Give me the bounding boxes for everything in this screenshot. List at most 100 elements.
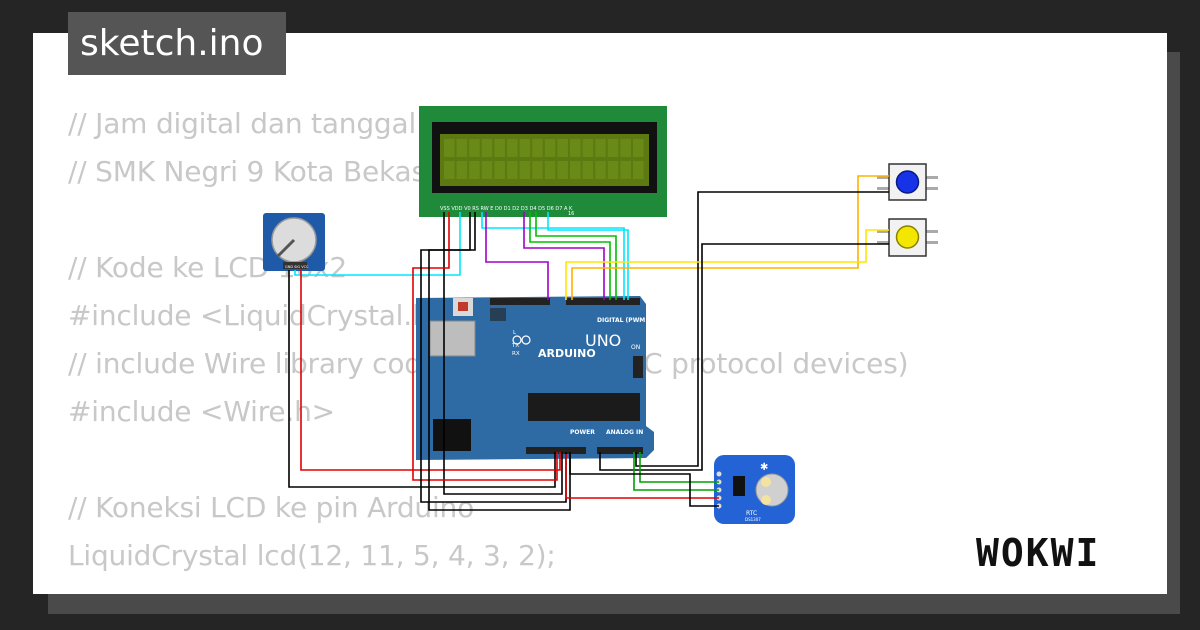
lcd-char-cell: [456, 161, 468, 179]
wire-lcd-d4: [523, 212, 605, 300]
code-line-7: #include <Wire.h>: [68, 395, 335, 428]
lcd-char-cell: [633, 139, 644, 157]
rtc-board: [714, 455, 795, 524]
lcd-char-cell: [444, 161, 455, 179]
wire-rtc-sda: [633, 452, 719, 491]
lcd-char-cell: [481, 161, 493, 179]
code-line-5: #include <LiquidCrystal.h>: [68, 299, 453, 332]
lcd-char-cell: [607, 161, 619, 179]
battery-contact: [761, 477, 771, 487]
adafruit-star-icon: ✱: [760, 462, 768, 473]
power-label: POWER: [570, 429, 595, 436]
lcd-char-cell: [595, 139, 606, 157]
lcd-char-cell: [481, 139, 493, 157]
wire-lcd-rs: [481, 212, 625, 300]
wire-lcd-d5: [529, 212, 611, 300]
wokwi-logo-text: WOKWI: [976, 531, 1100, 575]
wire-button-yellow: [565, 229, 889, 300]
rtc-chip-label: DS1307: [745, 517, 761, 522]
lcd-char-cell: [557, 161, 568, 179]
wire-lcd-vss: [443, 212, 563, 495]
lcd-char-cell: [456, 139, 468, 157]
analog-label: ANALOG IN: [606, 429, 643, 436]
lcd-char-cell: [519, 139, 531, 157]
lcd-char-cell: [532, 161, 543, 179]
rx-led-label: RX: [512, 351, 520, 357]
code-line-1: // Jam digital dan tanggal: [68, 107, 417, 140]
lcd-char-cell: [532, 139, 543, 157]
lcd-char-cell: [595, 161, 606, 179]
rtc-chip: [733, 476, 745, 496]
lcd-pin-labels: VSS VDD V0 RS RW E D0 D1 D2 D3 D4 D5 D6 …: [440, 206, 573, 212]
wire-button-blue-gnd: [635, 191, 889, 467]
on-led-label: ON: [631, 344, 640, 351]
lcd-char-cell: [507, 139, 518, 157]
icsp-header-2: [490, 308, 506, 321]
atmega-chip: [528, 393, 640, 421]
coin-cell: [755, 473, 789, 507]
wire-rtc-scl: [639, 452, 719, 483]
usb-connector: [429, 320, 476, 357]
lcd-char-cell: [633, 161, 644, 179]
arduino-uno[interactable]: ARDUINO UNO DIGITAL (PWM ~) POWER ANALOG…: [416, 296, 655, 460]
arduino-logo-text: ARDUINO: [538, 347, 596, 360]
pot-pin-labels: GND SIG VCC: [285, 265, 309, 269]
l-led-label: L: [513, 330, 517, 336]
digital-label: DIGITAL (PWM ~): [597, 317, 655, 324]
wire-button-blue: [571, 175, 889, 300]
wire-pot-sig: [294, 212, 461, 276]
lcd-char-cell: [444, 139, 455, 157]
rtc-pin-sq[interactable]: [716, 471, 722, 477]
lcd-char-cell: [582, 161, 594, 179]
rtc-label: RTC: [746, 510, 757, 517]
wire-lcd-vdd: [412, 212, 558, 481]
digital-header-low: [566, 298, 640, 305]
lcd-char-cell: [620, 161, 631, 179]
lcd-display[interactable]: VSS VDD V0 RS RW E D0 D1 D2 D3 D4 D5 D6 …: [419, 106, 667, 217]
lcd-cells: [444, 139, 644, 179]
pot-indicator: [276, 238, 296, 258]
button-cap-yellow[interactable]: [895, 225, 920, 249]
wire-lcd-e: [485, 212, 549, 300]
lcd-char-cell: [494, 161, 505, 179]
push-button-yellow[interactable]: [877, 218, 938, 257]
lcd-char-cell: [469, 161, 480, 179]
wire-button-yellow-gnd: [599, 243, 889, 471]
lcd-char-cell: [544, 161, 556, 179]
battery-contact: [761, 495, 771, 505]
potentiometer[interactable]: GND SIG VCC: [263, 213, 325, 271]
icsp-header: [633, 356, 643, 378]
lcd-char-cell: [469, 139, 480, 157]
tx-led-label: TX: [511, 343, 519, 349]
lcd-char-cell: [570, 139, 581, 157]
reset-button[interactable]: [458, 302, 468, 311]
lcd-char-cell: [570, 161, 581, 179]
lcd-char-cell: [620, 139, 631, 157]
file-name-tab[interactable]: sketch.ino: [68, 12, 286, 75]
wire-pot-vcc: [300, 270, 561, 471]
wokwi-logo[interactable]: WOKWI: [976, 528, 1156, 576]
arduino-infinity-icon: [512, 335, 522, 345]
arduino-model: UNO: [585, 331, 621, 350]
wire-rtc-5v: [565, 454, 719, 499]
wire-rtc-gnd: [569, 454, 719, 507]
wire-lcd-k: [428, 212, 571, 511]
button-cap-blue[interactable]: [895, 170, 920, 194]
digital-header-high: [490, 298, 550, 305]
code-line-2: // SMK Negri 9 Kota Bekasi: [68, 155, 434, 188]
lcd-char-cell: [494, 139, 505, 157]
code-line-10: LiquidCrystal lcd(12, 11, 5, 4, 3, 2);: [68, 539, 556, 572]
lcd-char-cell: [557, 139, 568, 157]
lcd-char-cell: [519, 161, 531, 179]
lcd-char-cell: [507, 161, 518, 179]
lcd-char-cell: [582, 139, 594, 157]
lcd-char-cell: [544, 139, 556, 157]
power-jack: [433, 419, 471, 451]
wire-lcd-d7: [547, 212, 629, 300]
push-button-blue[interactable]: [877, 163, 938, 201]
rtc-module[interactable]: RTC DS1307 ✱: [714, 455, 795, 524]
arduino-infinity-icon: [521, 335, 531, 345]
lcd-pin-end: 16: [568, 211, 574, 217]
wires: [288, 175, 889, 511]
